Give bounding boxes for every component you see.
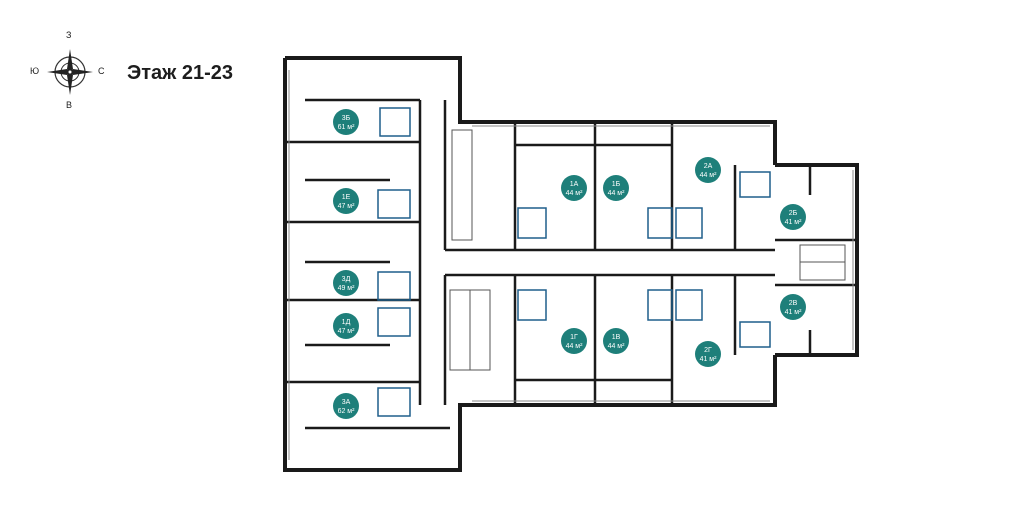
apartment-area: 44 м²: [608, 343, 626, 350]
compass-south-label: В: [66, 100, 73, 110]
apartment-2g: 2Г 41 м²: [695, 341, 721, 367]
compass-north-label: З: [66, 30, 72, 40]
apartment-area: 44 м²: [566, 190, 584, 197]
apartment-area: 41 м²: [785, 309, 803, 316]
windows: [288, 70, 854, 460]
compass: З В Ю С: [28, 30, 118, 110]
apartment-3a: 3А 62 м²: [333, 393, 359, 419]
apartment-1g: 1Г 44 м²: [561, 328, 587, 354]
apartment-area: 62 м²: [338, 408, 356, 415]
apartment-1v: 1В 44 м²: [603, 328, 629, 354]
compass-west-label: Ю: [30, 66, 40, 76]
apartment-area: 41 м²: [700, 356, 718, 363]
apartment-id: 1Б: [612, 181, 621, 188]
compass-east-label: С: [98, 66, 105, 76]
apartment-3b: 3Б 61 м²: [333, 109, 359, 135]
apartment-2v: 2В 41 м²: [780, 294, 806, 320]
apartment-area: 44 м²: [608, 190, 626, 197]
apartment-2a: 2А 44 м²: [695, 157, 721, 183]
apartment-area: 47 м²: [338, 203, 356, 210]
apartment-id: 3Б: [342, 115, 351, 122]
apartment-id: 2А: [704, 163, 713, 170]
apartment-id: 2Б: [789, 210, 798, 217]
apartment-2b: 2Б 41 м²: [780, 204, 806, 230]
apartment-1b: 1Б 44 м²: [603, 175, 629, 201]
apartment-area: 44 м²: [566, 343, 584, 350]
apartment-1a: 1А 44 м²: [561, 175, 587, 201]
apartment-id: 2Г: [704, 347, 712, 354]
apartment-id: 1Д: [342, 319, 351, 326]
floor-title: Этаж 21-23: [127, 62, 234, 84]
apartment-id: 2В: [789, 300, 798, 307]
apartment-badges: 3Б 61 м² 1Е 47 м² 3Д 49 м² 1Д 47 м² 3А 6…: [333, 109, 806, 419]
interior-walls: [285, 98, 857, 430]
apartment-id: 1А: [570, 181, 579, 188]
bathrooms: [377, 107, 771, 417]
apartment-1e: 1Е 47 м²: [333, 188, 359, 214]
apartment-area: 47 м²: [338, 328, 356, 335]
apartment-area: 61 м²: [338, 124, 356, 131]
apartment-id: 1В: [612, 334, 621, 341]
apartment-3d: 3Д 49 м²: [333, 270, 359, 296]
stairwells: [449, 129, 846, 371]
apartment-area: 41 м²: [785, 219, 803, 226]
apartment-area: 49 м²: [338, 285, 356, 292]
apartment-1d: 1Д 47 м²: [333, 313, 359, 339]
apartment-id: 1Е: [342, 194, 351, 201]
apartment-id: 1Г: [570, 334, 578, 341]
apartment-id: 3Д: [342, 276, 351, 283]
exterior-walls: [283, 56, 859, 472]
apartment-area: 44 м²: [700, 172, 718, 179]
apartment-id: 3А: [342, 399, 351, 406]
compass-rose-icon: [47, 49, 93, 95]
